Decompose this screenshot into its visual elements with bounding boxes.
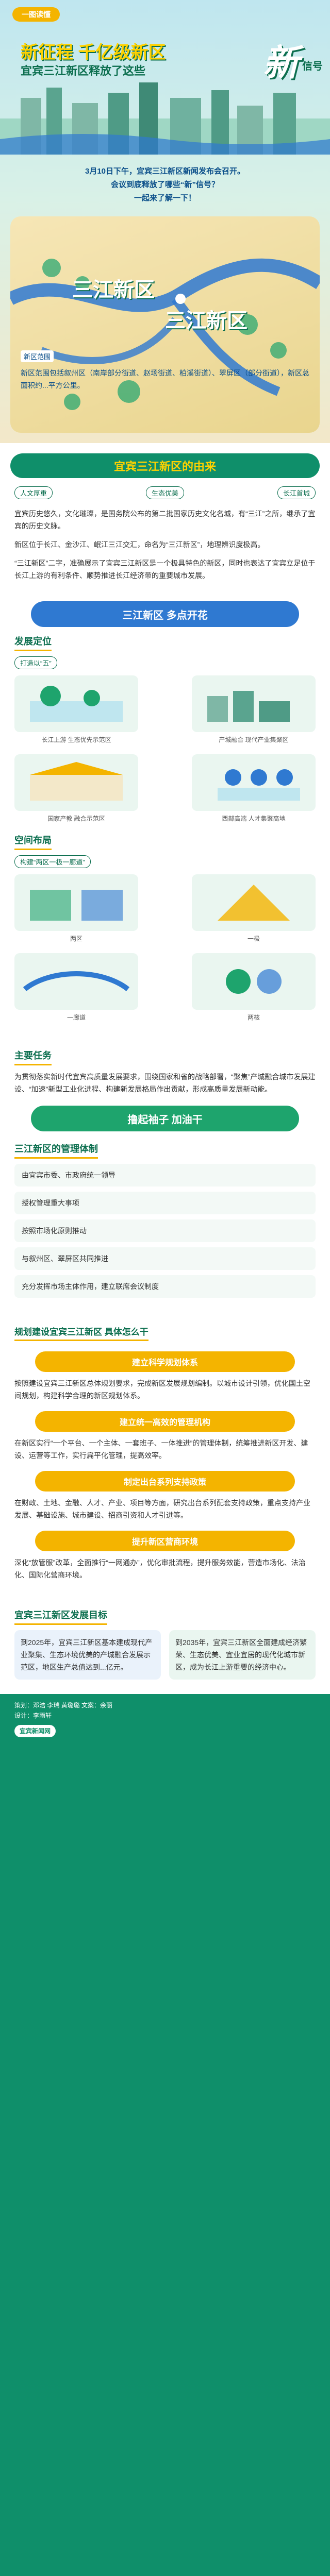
hero-subtitle: 宜宾三江新区释放了这些 <box>21 64 146 77</box>
plan-step-1-text: 按照建设宜宾三江新区总体规划要求，完成新区发展规划编制。以城市设计引领，优化国土… <box>14 1379 310 1400</box>
corridor-icon <box>14 953 138 1010</box>
brand-label: 宜宾新闻网 <box>20 1727 51 1735</box>
zone-icon <box>14 874 138 931</box>
footer: 策划：邓浩 李瑞 黄璐璐 文案：余丽 设计：李雨轩 宜宾新闻网 <box>0 1694 330 1745</box>
hero: 一图读懂 新征程 千亿级新区 宜宾三江新区释放了这些 新 信号 3月10日下午，… <box>0 0 330 443</box>
map-label-b: 三江新区 <box>165 310 248 332</box>
future-section: 宜宾三江新区发展目标 到2025年，宜宾三江新区基本建成现代产业聚集、生态环境优… <box>0 1596 330 1694</box>
hero-signal: 信号 <box>302 61 323 72</box>
position-subtitle: 打造以“五” <box>14 656 57 669</box>
plan-step-3-text: 在财政、土地、金融、人才、产业、项目等方面，研究出台系列配套支持政策，重点支持产… <box>14 1499 310 1519</box>
map-panel: 三江新区 三江新区 新区范围 新区范围包括叙州区（南岸部分街道、赵场街道、柏溪街… <box>10 216 320 433</box>
tasks-section: 主要任务 为贯彻落实新时代宜宾高质量发展要求，围绕国家和省的战略部署，“聚焦”产… <box>0 1036 330 1312</box>
intro-line-2: 会议到底释放了哪些“新”信号？ <box>110 180 219 189</box>
intro-line-3: 一起来了解一下！ <box>134 194 196 202</box>
plan-step-3: 制定出台系列支持政策 <box>35 1471 295 1492</box>
city-skyline-icon <box>0 82 330 155</box>
industry-icon <box>192 675 316 732</box>
pole-icon <box>192 874 316 931</box>
education-icon <box>14 754 138 811</box>
plan-step-1: 建立科学规划体系 <box>35 1351 295 1372</box>
layout-item-3-label: 一廊道 <box>67 1014 86 1021</box>
mgmt-item-5: 充分发挥市场主体作用，建立联席会议制度 <box>14 1275 316 1298</box>
intro-heading: 宜宾三江新区的由来 <box>10 453 320 478</box>
badge-label: 一图读懂 <box>22 10 51 19</box>
future-left: 到2025年，宜宾三江新区基本建成现代产业聚集、生态环境优美的产城融合发展示范区… <box>14 1630 161 1680</box>
layout-title: 空间布局 <box>14 833 52 850</box>
position-item-3-label: 国家产教 融合示范区 <box>47 815 105 822</box>
plan-section: 规划建设宜宾三江新区 具体怎么干 建立科学规划体系 按照建设宜宾三江新区总体规划… <box>0 1312 330 1596</box>
footer-credits: 策划：邓浩 李瑞 黄璐璐 文案：余丽 <box>14 1702 113 1709</box>
layout-item-4: 两核 <box>192 953 316 1022</box>
map-tag: 新区范围 <box>21 350 54 362</box>
intro-section: 宜宾三江新区的由来 人文厚重 生态优美 长江首城 宜宾历史悠久，文化璀璨，是国务… <box>0 443 330 596</box>
position-item-2-label: 产城融合 现代产业集聚区 <box>219 736 289 743</box>
page: 一图读懂 新征程 千亿级新区 宜宾三江新区释放了这些 新 信号 3月10日下午，… <box>0 0 330 1745</box>
layout-subtitle: 构建“两区一极一廊道” <box>14 855 91 868</box>
chip-1: 人文厚重 <box>14 486 53 499</box>
plan-title: 规划建设宜宾三江新区 具体怎么干 <box>14 1325 148 1341</box>
tasks-pill: 撸起袖子 加油干 <box>31 1106 299 1131</box>
layout-item-1-label: 两区 <box>70 935 82 942</box>
intro-paragraph-3: “三江新区”二字，准确展示了宜宾三江新区是一个极具特色的新区，同时也表达了宜宾立… <box>14 559 316 580</box>
position-item-4: 西部高端 人才集聚高地 <box>192 754 316 823</box>
position-pill: 三江新区 多点开花 <box>31 601 299 627</box>
plan-step-2-text: 在新区实行“一个平台、一个主体、一套班子、一体推进”的管理体制，统筹推进新区开发… <box>14 1439 308 1460</box>
layout-item-1: 两区 <box>14 874 138 943</box>
eco-icon <box>14 675 138 732</box>
position-item-3: 国家产教 融合示范区 <box>14 754 138 823</box>
hero-title: 新征程 千亿级新区 <box>21 43 166 62</box>
plan-step-4-text: 深化“放管服”改革，全面推行“一网通办”，优化审批流程，提升服务效能，营造市场化… <box>14 1558 306 1579</box>
intro-paragraph-2: 新区位于长江、金沙江、岷江三江交汇，命名为“三江新区”，地理辨识度极高。 <box>14 540 265 549</box>
river-map-icon <box>10 258 320 410</box>
tasks-paragraph: 为贯彻落实新时代宜宾高质量发展要求，围绕国家和省的战略部署，“聚焦”产城融合城市… <box>14 1073 316 1093</box>
layout-item-2: 一极 <box>192 874 316 943</box>
chip-3: 长江首城 <box>277 486 316 499</box>
layout-item-2-label: 一极 <box>247 935 260 942</box>
talent-icon <box>192 754 316 811</box>
position-title: 发展定位 <box>14 634 52 651</box>
mgmt-item-2: 授权管理重大事项 <box>14 1192 316 1214</box>
future-right: 到2035年，宜宾三江新区全面建成经济繁荣、生态优美、宜业宜居的现代化城市新区，… <box>169 1630 316 1680</box>
position-item-1: 长江上游 生态优先示范区 <box>14 675 138 744</box>
map-description: 新区范围包括叙州区（南岸部分街道、赵场街道、柏溪街道）、翠屏区（部分街道），新区… <box>21 369 309 389</box>
core-icon <box>192 953 316 1010</box>
intro-line-1: 3月10日下午，宜宾三江新区新闻发布会召开。 <box>85 167 245 176</box>
mgmt-item-1: 由宜宾市委、市政府统一领导 <box>14 1164 316 1187</box>
badge: 一图读懂 <box>12 7 60 22</box>
hero-big-word: 新 <box>263 43 299 83</box>
position-item-1-label: 长江上游 生态优先示范区 <box>41 736 111 743</box>
position-section: 三江新区 多点开花 发展定位 打造以“五” 长江上游 生态优先示范区 产城融合 … <box>0 596 330 1036</box>
future-title: 宜宾三江新区发展目标 <box>14 1608 107 1625</box>
plan-step-4: 提升新区营商环境 <box>35 1531 295 1551</box>
intro-text: 3月10日下午，宜宾三江新区新闻发布会召开。 会议到底释放了哪些“新”信号？ 一… <box>21 165 309 205</box>
tasks-title: 主要任务 <box>14 1048 52 1065</box>
position-item-4-label: 西部高端 人才集聚高地 <box>222 815 286 822</box>
footer-design: 设计：李雨轩 <box>14 1712 52 1719</box>
brand[interactable]: 宜宾新闻网 <box>14 1725 56 1737</box>
chip-2: 生态优美 <box>145 486 184 499</box>
mgmt-item-4: 与叙州区、翠屏区共同推进 <box>14 1247 316 1270</box>
mgmt-title: 三江新区的管理体制 <box>14 1142 98 1159</box>
intro-paragraph-1: 宜宾历史悠久，文化璀璨，是国务院公布的第二批国家历史文化名城，有“三江”之所，继… <box>14 510 316 530</box>
plan-step-2: 建立统一高效的管理机构 <box>35 1411 295 1432</box>
map-label-a: 三江新区 <box>72 279 155 301</box>
layout-item-3: 一廊道 <box>14 953 138 1022</box>
mgmt-item-3: 按照市场化原则推动 <box>14 1219 316 1242</box>
layout-item-4-label: 两核 <box>247 1014 260 1021</box>
position-item-2: 产城融合 现代产业集聚区 <box>192 675 316 744</box>
